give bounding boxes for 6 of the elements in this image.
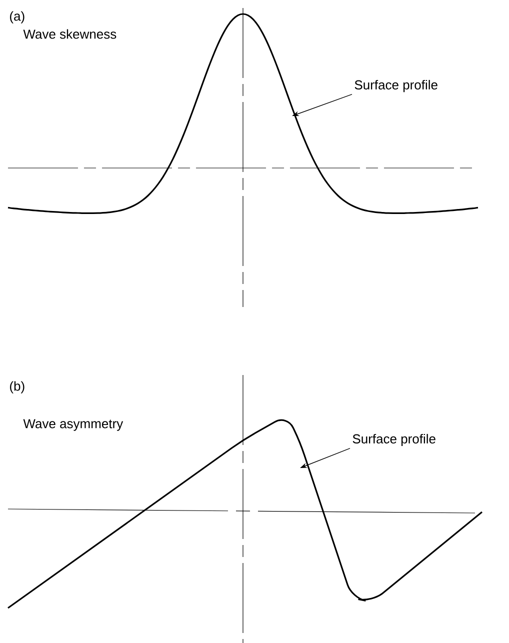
- panel-title: Wave asymmetry: [23, 419, 124, 431]
- panel-title: Wave skewness: [23, 29, 116, 39]
- panel-label: (b): [10, 381, 24, 394]
- leader-text: Surface profile: [354, 80, 438, 92]
- leader-text: Surface profile: [352, 434, 436, 446]
- panel-label: (a): [10, 11, 24, 24]
